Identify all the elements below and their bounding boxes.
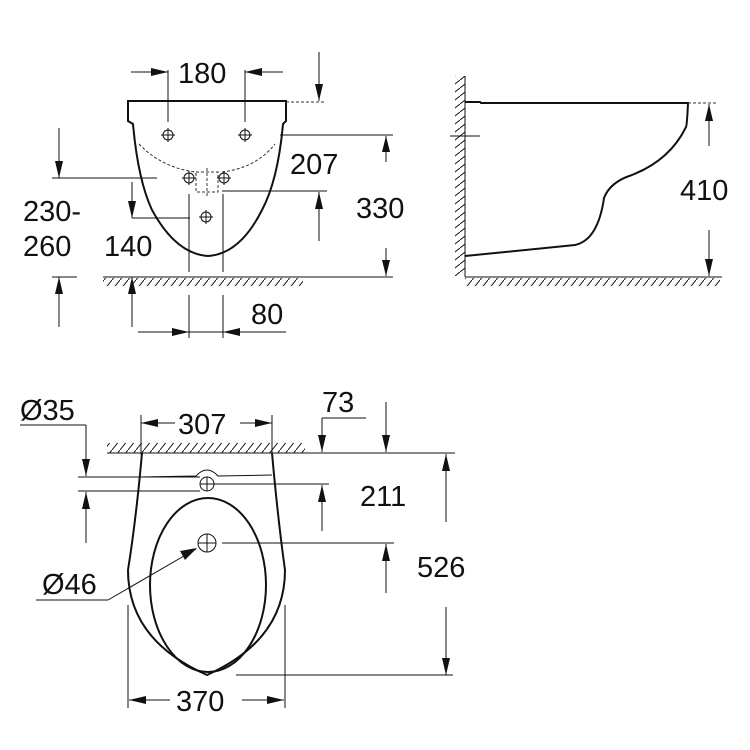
dim-260: 260	[23, 231, 71, 263]
front-view: 180 207 330 230- 260 140	[23, 52, 404, 338]
dim-211: 211	[360, 481, 406, 513]
side-profile	[464, 101, 690, 257]
top-body-outline	[126, 452, 287, 677]
dim-307: 307	[178, 409, 226, 441]
dim-dia35: Ø35	[20, 395, 75, 427]
dim-230: 230-	[23, 196, 81, 228]
dim-140: 140	[104, 231, 152, 263]
dim-180: 180	[178, 58, 226, 90]
dim-330: 330	[356, 193, 404, 225]
top-wall-hatch	[107, 443, 305, 453]
dim-80: 80	[251, 299, 283, 331]
dim-207: 207	[290, 149, 338, 181]
floor-hatch	[103, 278, 303, 286]
wall-hatch	[455, 76, 465, 276]
dim-526: 526	[417, 552, 465, 584]
side-view: 410	[450, 76, 728, 286]
dim-dia46: Ø46	[42, 569, 97, 601]
dim-73: 73	[322, 387, 354, 419]
top-inner-bowl	[149, 497, 267, 673]
side-floor-hatch	[465, 278, 720, 286]
front-outlet	[195, 171, 219, 193]
fixing-hole-icons	[161, 128, 252, 224]
dim-370: 370	[176, 686, 224, 718]
top-view: 307 Ø35 73 211 526 Ø46	[20, 387, 465, 718]
dim-410: 410	[680, 175, 728, 207]
front-hidden-bowl	[138, 143, 276, 173]
